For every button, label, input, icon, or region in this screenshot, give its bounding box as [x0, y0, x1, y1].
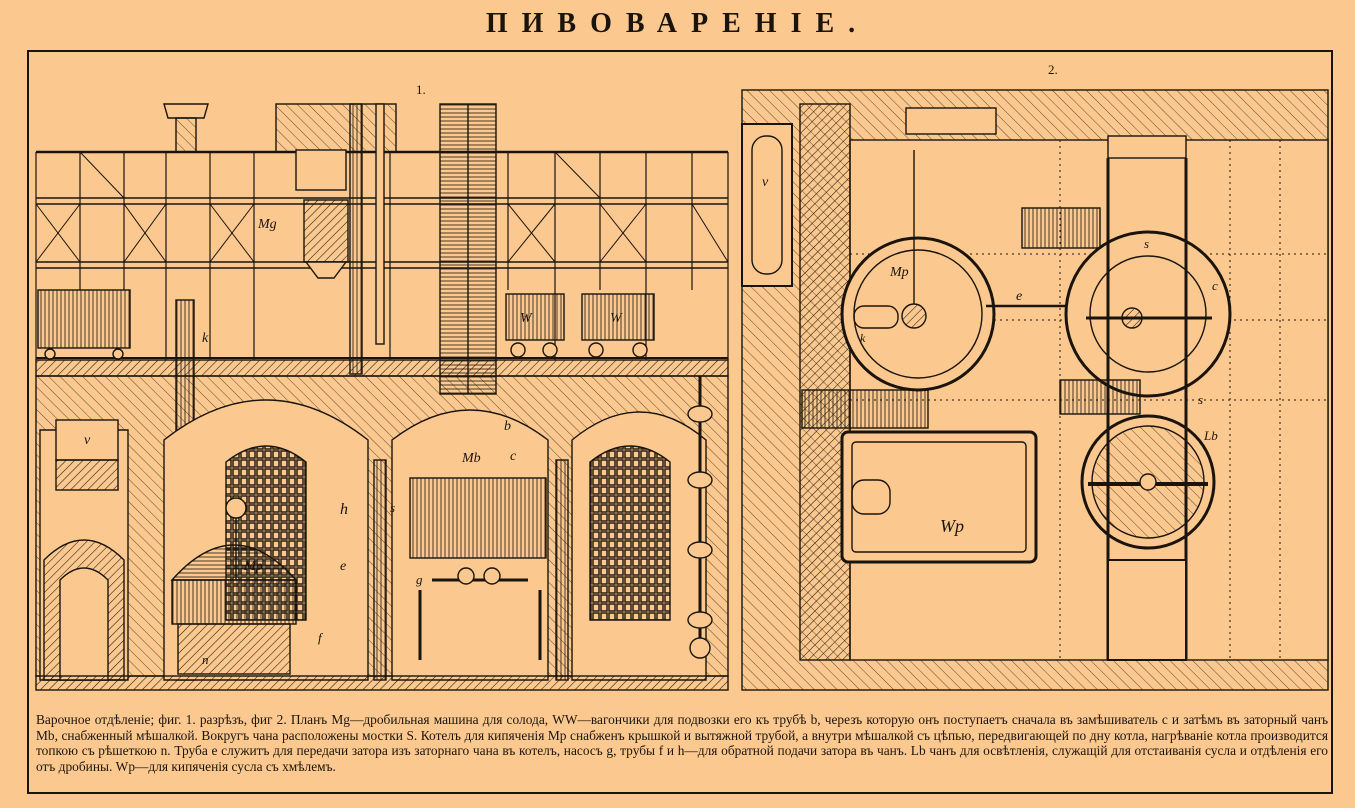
malt-mill [275, 103, 397, 375]
plan-label-mp: Мр [889, 265, 909, 280]
label-w1: W [520, 311, 533, 326]
plan-lauter-tun-lb [1080, 414, 1216, 550]
pump-column [687, 376, 713, 659]
figure-labels: 1. 2. Мg W W k b Мb c v h Мр e s g f n v… [84, 62, 1218, 667]
roof-truss [35, 150, 729, 360]
label-f: f [318, 630, 324, 645]
plan-kettle-mp [840, 150, 996, 392]
plan-label-v: v [762, 175, 769, 190]
figure-1-section [35, 103, 729, 691]
plan-cooler-v [741, 123, 793, 287]
wagon-w1 [505, 293, 565, 358]
label-h: h [340, 501, 348, 518]
fig1-number: 1. [416, 82, 426, 97]
plan-mash-tun [1064, 230, 1232, 398]
label-w2: W [610, 311, 623, 326]
plate-frame [27, 50, 1333, 794]
wagon-w2 [581, 293, 655, 358]
page-title: ПИВОВАРЕНІЕ. [485, 8, 870, 39]
figure-2-plan [741, 89, 1329, 691]
ground-fig1 [35, 675, 729, 691]
plan-label-lb: Lb [1203, 428, 1218, 443]
plan-label-c: c [1212, 278, 1218, 293]
label-n: n [202, 652, 209, 667]
label-s: s [390, 500, 395, 515]
label-mg: Мg [257, 217, 277, 232]
label-b: b [504, 419, 511, 434]
central-shaft [439, 103, 497, 395]
label-g: g [416, 572, 423, 587]
plan-label-s2: s [1198, 392, 1203, 407]
furnace-v [43, 419, 125, 681]
plan-label-s: s [1144, 236, 1149, 251]
mash-tun-mb [409, 477, 547, 660]
label-e: e [340, 559, 346, 574]
cast-iron-columns [373, 459, 569, 681]
plan-hop-kettle-wp [840, 430, 1038, 564]
plan-label-wp: Wр [940, 516, 964, 536]
plan-label-k: k [860, 331, 866, 345]
fig2-number: 2. [1048, 62, 1058, 77]
label-k: k [202, 331, 209, 346]
label-mp: Мр [243, 559, 263, 574]
label-mb: Мb [461, 451, 481, 466]
plan-label-e: e [1016, 289, 1022, 304]
plate-caption: Варочное отдѣленіе; фиг. 1. разрѣзъ, фиг… [36, 712, 1328, 774]
label-v: v [84, 433, 91, 448]
label-c: c [510, 449, 517, 464]
rail-deck [35, 357, 729, 377]
wagon-left [37, 289, 131, 360]
brew-kettle-mp [170, 497, 298, 675]
arched-window-right [589, 445, 671, 621]
